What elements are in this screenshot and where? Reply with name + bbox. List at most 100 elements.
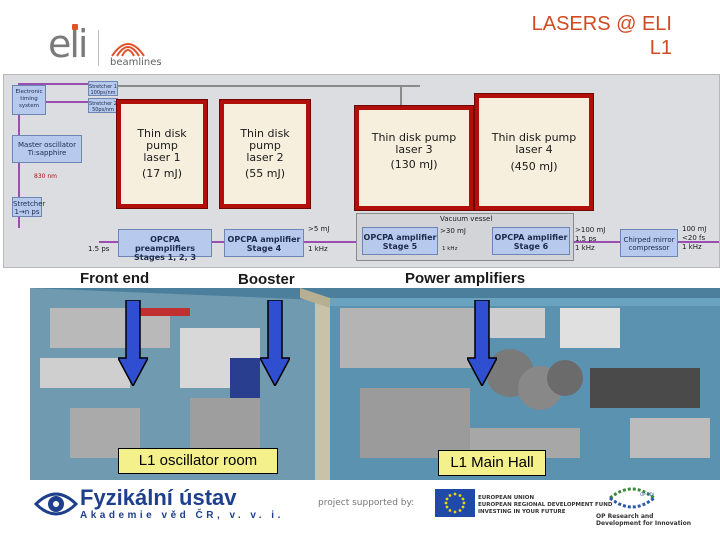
pump-laser-4-line-2: laser 4 <box>515 143 553 156</box>
stage-6-label: OPCPA amplifier <box>494 233 568 242</box>
eu-line-1: EUROPEAN UNION <box>478 495 535 501</box>
down-arrow-icon <box>260 300 290 386</box>
eli-logo: eli <box>48 22 88 66</box>
slide-footer <box>0 480 720 540</box>
down-arrow-icon <box>467 300 497 386</box>
pump-laser-2-block: Thin disk pump laser 2 (55 mJ) <box>219 99 311 209</box>
opcpa-stage-6-block: OPCPA amplifier Stage 6 <box>492 227 570 255</box>
opcpa-stage-5-block: OPCPA amplifier Stage 5 <box>362 227 438 255</box>
eu-fund-text: EUROPEAN UNION EUROPEAN REGIONAL DEVELOP… <box>478 495 612 516</box>
pump-laser-3-line-1: Thin disk pump <box>371 131 457 144</box>
caption-main-hall: L1 Main Hall <box>438 450 546 476</box>
pump-laser-1-line-3: laser 1 <box>143 151 181 164</box>
eu-line-3: INVESTING IN YOUR FUTURE <box>478 509 566 515</box>
opcpa-pre-label: OPCPA preamplifiers <box>134 235 196 253</box>
section-label-booster: Booster <box>238 271 295 288</box>
stretcher-block: Stretcher 1→n ps <box>12 197 46 217</box>
stage-6-energy: >100 mJ <box>575 226 606 234</box>
timing-label-2: timing <box>20 96 38 102</box>
stage-6-duration: 1.5 ps <box>575 235 597 243</box>
institute-name: Fyzikální ústav <box>80 485 237 510</box>
timing-system-block: Electronic timing system <box>12 85 46 115</box>
pump-laser-1-energy: (17 mJ) <box>141 167 183 180</box>
stage-4-label: OPCPA amplifier <box>227 235 301 244</box>
timing-line <box>400 85 402 107</box>
eu-line-2: EUROPEAN REGIONAL DEVELOPMENT FUND <box>478 502 613 508</box>
pump-laser-4-energy: (450 mJ) <box>510 160 558 173</box>
project-supported-label: project supported by: <box>318 498 415 508</box>
stage-5-stage: Stage 5 <box>382 242 418 251</box>
op-rdi-text: OP Research and Development for Innovati… <box>596 513 691 527</box>
stretcher-2-block: Stretcher 2 50ps/nm <box>88 98 118 113</box>
eli-logo-accent-icon <box>72 24 78 30</box>
final-duration: <20 fs <box>682 234 706 242</box>
master-wavelength: 830 nm <box>34 173 58 180</box>
slide-title-line-1: LASERS @ ELI <box>531 13 672 35</box>
stretcher-1-block: Stretcher 1 100ps/nm <box>88 81 118 96</box>
pump-laser-4-line-1: Thin disk pump <box>491 131 577 144</box>
pump-laser-1-line-1: Thin disk <box>137 127 187 140</box>
stage-6-rate: 1 kHz <box>575 244 595 252</box>
op-rdi-logo-icon: OP RDI <box>609 487 655 509</box>
pump-laser-3-line-2: laser 3 <box>395 143 433 156</box>
input-pulse-duration: 1.5 ps <box>88 245 110 253</box>
timing-label-1: Electronic <box>15 89 43 95</box>
logo-divider <box>98 30 99 66</box>
pump-laser-2-line-2: pump <box>249 139 281 152</box>
master-oscillator-medium: Ti:sapphire <box>27 149 67 157</box>
stage-6-stage: Stage 6 <box>513 242 549 251</box>
pump-laser-2-line-1: Thin disk <box>240 127 290 140</box>
down-arrow-icon <box>118 300 148 386</box>
stretcher-1-label: Stretcher 1 <box>89 84 117 90</box>
op-rdi-mark-text: OP RDI <box>640 492 654 497</box>
op-line-1: OP Research and <box>596 513 654 520</box>
final-rate: 1 kHz <box>682 243 702 251</box>
pump-laser-3-energy: (130 mJ) <box>390 158 438 171</box>
beamlines-logo-text: beamlines <box>110 57 162 68</box>
slide-title-line-2: L1 <box>649 37 672 59</box>
pump-laser-2-line-3: laser 2 <box>246 151 284 164</box>
stage-4-rate: 1 kHz <box>308 245 328 253</box>
final-output: 100 mJ <20 fs 1 kHz <box>682 225 706 252</box>
stage-4-stage: Stage 4 <box>246 244 282 253</box>
opcpa-pre-stages: Stages 1, 2, 3 <box>133 253 197 262</box>
pump-laser-2-energy: (55 mJ) <box>244 167 286 180</box>
vacuum-vessel-label: Vacuum vessel <box>440 215 493 223</box>
stretcher-value: 1→n ps <box>14 208 40 216</box>
opcpa-preamplifier-block: OPCPA preamplifiers Stages 1, 2, 3 <box>118 229 212 262</box>
stage-4-energy: >5 mJ <box>308 225 330 233</box>
master-oscillator-label: Master oscillator <box>18 141 76 149</box>
op-line-2: Development for Innovation <box>596 520 692 527</box>
stretcher-2-label: Stretcher 2 <box>89 101 117 107</box>
section-label-front-end: Front end <box>80 270 150 287</box>
timing-line <box>90 85 420 87</box>
timing-label-3: system <box>19 103 39 109</box>
stretcher-2-value: 50ps/nm <box>92 107 114 113</box>
opcpa-stage-4-block: OPCPA amplifier Stage 4 <box>224 229 304 257</box>
stretcher-1-value: 100ps/nm <box>90 90 116 96</box>
caption-oscillator-room: L1 oscillator room <box>118 448 278 474</box>
master-oscillator-block: Master oscillator Ti:sapphire <box>12 135 82 163</box>
slide-title: LASERS @ ELI L1 <box>472 12 672 60</box>
pump-laser-1-block: Thin disk pump laser 1 (17 mJ) <box>116 99 208 209</box>
signal-line <box>18 101 118 103</box>
pump-laser-3-block: Thin disk pump laser 3 (130 mJ) <box>354 105 474 211</box>
laser-hall-rendering: L1 oscillator room L1 Main Hall <box>30 288 720 480</box>
beamlines-logo-icon <box>111 43 145 57</box>
slide-header: eli beamlines LASERS @ ELI L1 <box>0 0 720 75</box>
laser-system-diagram: Stretcher 1 100ps/nm Stretcher 2 50ps/nm… <box>3 74 720 268</box>
stretcher-label: Stretcher <box>13 200 46 208</box>
stage-6-output: >100 mJ 1.5 ps 1 kHz <box>575 226 605 253</box>
stage-5-energy: >30 mJ <box>440 227 466 235</box>
compressor-label-2: compressor <box>628 244 670 252</box>
stage-5-rate: 1 kHz <box>442 246 458 252</box>
pump-laser-4-block: Thin disk pump laser 4 (450 mJ) <box>474 93 594 211</box>
pump-laser-1-line-2: pump <box>146 139 178 152</box>
chirped-mirror-compressor-block: Chirped mirror compressor <box>620 229 678 257</box>
section-label-power-amplifiers: Power amplifiers <box>405 270 526 287</box>
academy-name: Akademie věd ČR, v. v. i. <box>80 510 284 521</box>
compressor-label-1: Chirped mirror <box>623 236 675 244</box>
fzu-eye-logo-icon <box>34 492 78 516</box>
stage-5-label: OPCPA amplifier <box>363 233 437 242</box>
signal-line <box>18 83 118 85</box>
